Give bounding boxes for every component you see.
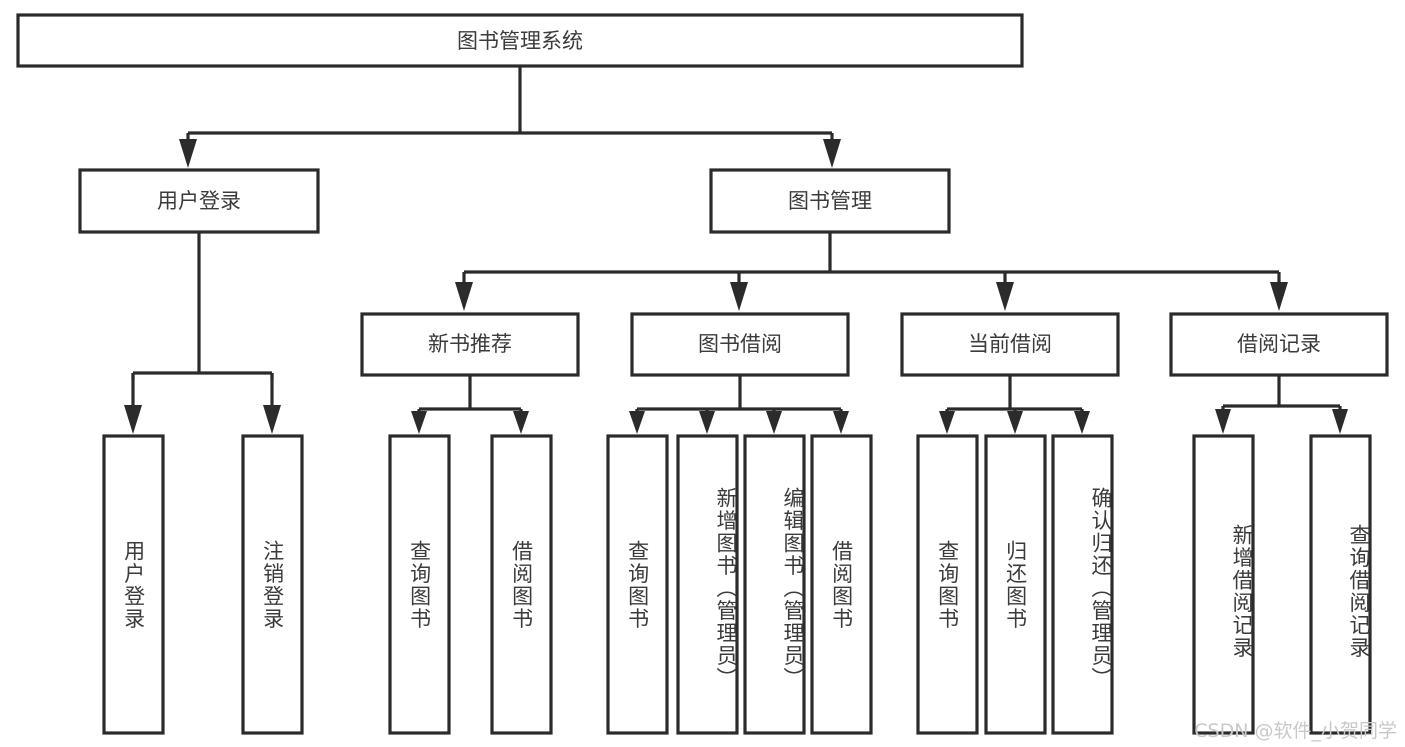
node-leaf-query-book-2-rect[interactable] xyxy=(606,434,669,735)
node-leaf-query-book-1-rect[interactable] xyxy=(388,434,451,735)
connector-new-book-rec-to-leaves xyxy=(411,375,529,434)
arrow-head-icon xyxy=(730,282,748,311)
node-user-login[interactable]: 用户登录 xyxy=(78,168,320,234)
node-borrow-record[interactable]: 借阅记录 xyxy=(1169,312,1389,377)
arrow-head-icon xyxy=(823,139,841,168)
node-root-rect xyxy=(16,13,1024,68)
arrow-head-icon xyxy=(263,405,281,434)
arrow-head-icon xyxy=(939,411,955,434)
connector-current-borrow-to-leaves xyxy=(939,375,1090,434)
arrow-head-icon xyxy=(1332,409,1348,434)
node-root[interactable]: 图书管理系统 xyxy=(16,13,1024,68)
node-new-book-rec-label: 新书推荐 xyxy=(428,332,512,356)
node-borrow-record-label: 借阅记录 xyxy=(1237,332,1321,356)
node-root-label: 图书管理系统 xyxy=(457,29,583,53)
node-leaf-query-record-rect[interactable] xyxy=(1309,434,1372,735)
node-leaf-edit-book-rect[interactable] xyxy=(743,434,806,735)
node-user-login-label: 用户登录 xyxy=(157,189,241,213)
node-book-borrow[interactable]: 图书借阅 xyxy=(630,312,850,377)
arrow-head-icon xyxy=(629,411,645,434)
node-leaf-borrow-book-2-rect[interactable] xyxy=(810,434,873,735)
arrow-head-icon xyxy=(833,411,849,434)
connector-book-manage-to-level3 xyxy=(455,232,1288,311)
arrow-head-icon xyxy=(996,282,1014,311)
arrow-head-icon xyxy=(1007,411,1023,434)
connector-user-login-to-leaves xyxy=(124,232,281,434)
node-current-borrow[interactable]: 当前借阅 xyxy=(900,312,1120,377)
node-new-book-rec-rect xyxy=(360,312,580,377)
connector-borrow-record-to-leaves xyxy=(1215,375,1348,434)
arrow-head-icon xyxy=(1270,282,1288,311)
arrow-head-icon xyxy=(1215,409,1231,434)
arrow-head-icon xyxy=(766,411,782,434)
arrow-head-icon xyxy=(124,405,142,434)
connector-book-borrow-to-leaves xyxy=(629,375,849,434)
arrow-head-icon xyxy=(179,139,197,168)
node-book-borrow-label: 图书借阅 xyxy=(698,332,782,356)
arrow-head-icon xyxy=(455,282,473,311)
node-current-borrow-rect xyxy=(900,312,1120,377)
node-leaf-user-login-rect[interactable] xyxy=(102,434,165,735)
node-leaf-confirm-return-rect[interactable] xyxy=(1051,434,1114,735)
arrow-head-icon xyxy=(1074,411,1090,434)
arrow-head-icon xyxy=(699,411,715,434)
node-leaf-return-book-rect[interactable] xyxy=(984,434,1047,735)
connector-root-to-level2 xyxy=(179,66,841,168)
node-leaf-borrow-book-1-rect[interactable] xyxy=(490,434,553,735)
node-new-book-rec[interactable]: 新书推荐 xyxy=(360,312,580,377)
node-user-login-rect xyxy=(78,168,320,234)
node-leaf-logout-rect[interactable] xyxy=(241,434,304,735)
node-leaf-query-book-3-rect[interactable] xyxy=(916,434,979,735)
node-current-borrow-label: 当前借阅 xyxy=(968,332,1052,356)
node-book-manage[interactable]: 图书管理 xyxy=(709,168,951,234)
arrow-head-icon xyxy=(513,411,529,434)
node-leaf-add-record-rect[interactable] xyxy=(1192,434,1255,735)
node-leaf-add-book-rect[interactable] xyxy=(676,434,739,735)
arrow-head-icon xyxy=(411,411,427,434)
watermark-text: CSDN @软件_小贺同学 xyxy=(1194,720,1397,742)
node-book-manage-label: 图书管理 xyxy=(788,189,872,213)
